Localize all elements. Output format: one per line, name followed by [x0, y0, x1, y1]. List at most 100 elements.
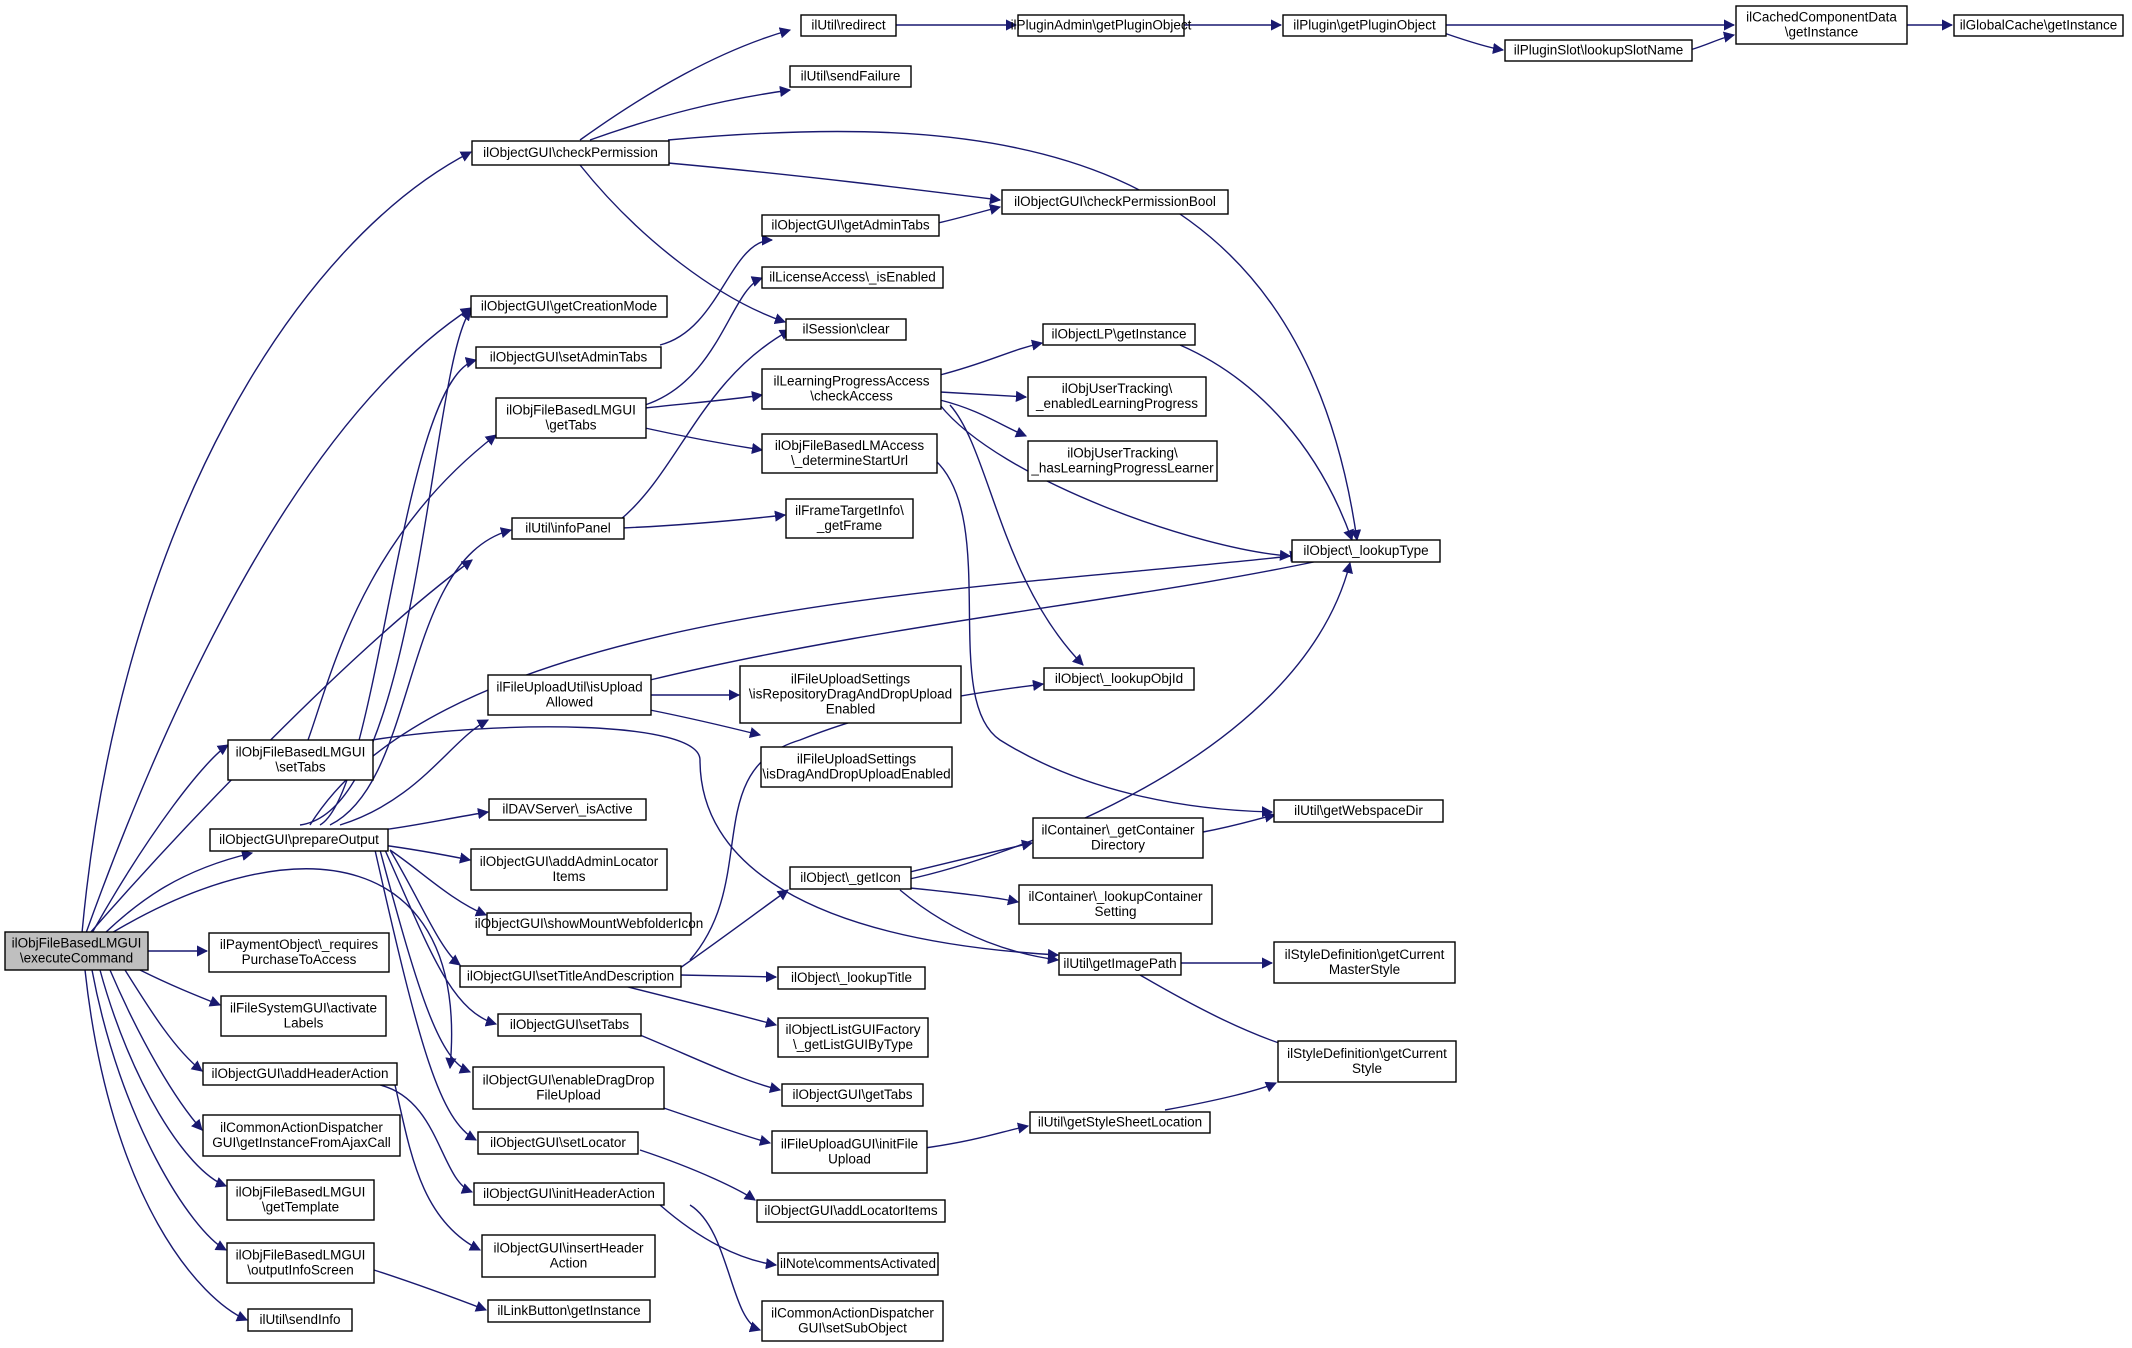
node-label: ilFileUploadGUI\initFile [781, 1137, 918, 1152]
edge [621, 510, 787, 529]
edge [909, 887, 1020, 906]
node-box [220, 995, 387, 1037]
node-label: \checkAccess [810, 389, 893, 404]
node-label: ilUtil\getStyleSheetLocation [1038, 1115, 1202, 1130]
node-label: \_getListGUIByType [793, 1037, 913, 1052]
edge [309, 550, 1302, 826]
node-box [226, 1242, 375, 1284]
node-box [475, 346, 662, 369]
node-label: Allowed [546, 695, 593, 710]
node-box [789, 65, 912, 88]
edge [939, 390, 1028, 403]
node-label: ilObjectGUI\getTabs [792, 1087, 912, 1102]
node-util-getimagepath: ilUtil\getImagePath [1058, 952, 1182, 976]
node-box [488, 798, 647, 821]
node-label: Action [550, 1256, 588, 1271]
node-label: \isRepositoryDragAndDropUpload [749, 687, 952, 702]
node-label: \executeCommand [20, 951, 133, 966]
node-label: Directory [1091, 838, 1145, 853]
node-label: ilObjectGUI\setAdminTabs [490, 350, 648, 365]
node-box [760, 746, 953, 788]
node-util-sendfailure: ilUtil\sendFailure [789, 65, 912, 88]
node-label: ilObjectGUI\setLocator [490, 1135, 626, 1150]
node-box [477, 1131, 639, 1155]
node-label: _enabledLearningProgress [1035, 396, 1198, 411]
node-label: ilFileUploadSettings [797, 752, 917, 767]
node-box [1032, 817, 1204, 859]
node-label: ilObjectGUI\addLocatorItems [764, 1203, 938, 1218]
node-label: ilObjFileBasedLMAccess [775, 438, 925, 453]
node-label: ilLinkButton\getInstance [497, 1303, 640, 1318]
node-label: ilCachedComponentData [1746, 10, 1897, 25]
node-label: ilObjectGUI\addAdminLocator [480, 854, 659, 869]
edge [109, 969, 203, 1131]
node-commonactiondispatchergui-getinstancefromajaxcall: ilCommonActionDispatcherGUI\getInstanceF… [202, 1114, 401, 1157]
node-box [777, 966, 926, 990]
node-objectlp-getinstance: ilObjectLP\getInstance [1042, 323, 1196, 346]
node-label: ilObjFileBasedLMGUI [236, 745, 366, 760]
node-box [781, 1083, 924, 1107]
node-label: ilFileUploadSettings [791, 672, 911, 687]
node-box [800, 14, 897, 37]
node-label: ilLearningProgressAccess [773, 374, 929, 389]
node-label: ilObject\_lookupType [1303, 543, 1428, 558]
edge [307, 434, 497, 741]
node-box [511, 517, 625, 540]
node-label: ilObjFileBasedLMGUI [506, 403, 636, 418]
node-box [1042, 323, 1196, 346]
node-label: ilObject\_lookupObjId [1055, 671, 1183, 686]
edge [644, 427, 764, 454]
edge [659, 234, 774, 346]
node-label: ilObjectLP\getInstance [1051, 327, 1186, 342]
node-util-redirect: ilUtil\redirect [800, 14, 897, 37]
edge [1179, 344, 1354, 542]
edge [379, 849, 472, 1074]
edge [319, 357, 478, 826]
edge [85, 307, 472, 934]
node-box [761, 214, 940, 237]
node-objfilebasedlmgui-gettabs: ilObjFileBasedLMGUI\getTabs [495, 397, 647, 439]
node-linkbutton-getinstance: ilLinkButton\getInstance [487, 1299, 651, 1323]
edge [644, 391, 764, 409]
edge [81, 151, 472, 934]
node-label: ilObjFileBasedLMGUI [12, 936, 142, 951]
edge [649, 549, 1357, 681]
node-box [777, 1252, 939, 1276]
node-box [471, 140, 670, 166]
node-label: ilUtil\infoPanel [525, 521, 611, 536]
edge [381, 844, 472, 864]
node-label: ilObjectGUI\addHeaderAction [211, 1066, 388, 1081]
node-label: ilUtil\getImagePath [1063, 956, 1176, 971]
node-box [1027, 440, 1218, 482]
node-label: ilDAVServer\_isActive [502, 802, 632, 817]
node-root: ilObjFileBasedLMGUI\executeCommand [4, 931, 149, 971]
node-box [1282, 14, 1447, 37]
node-box [209, 828, 389, 852]
node-box [777, 1017, 929, 1058]
edge [339, 719, 489, 826]
node-box [1058, 952, 1182, 976]
node-object-lookuptitle: ilObject\_lookupTitle [777, 966, 926, 990]
node-objectgui-settabs: ilObjectGUI\setTabs [497, 1013, 642, 1037]
node-object-geticon: ilObject\_getIcon [789, 866, 912, 890]
node-label: ilFileUploadUtil\isUpload [496, 680, 642, 695]
node-objectgui-getadmintabs: ilObjectGUI\getAdminTabs [761, 214, 940, 237]
node-label: ilNote\commentsActivated [780, 1256, 936, 1271]
edge [667, 130, 1362, 542]
edge [1202, 811, 1277, 833]
node-label: ilObjectGUI\enableDragDrop [483, 1073, 655, 1088]
node-box [1029, 1111, 1211, 1134]
edge [139, 969, 222, 1007]
node-box [761, 433, 938, 474]
node-label: ilPaymentObject\_requires [220, 937, 379, 952]
edge [679, 889, 789, 969]
node-fileuploadsettings-isdnd: ilFileUploadSettings\isDragAndDropUpload… [760, 746, 953, 788]
node-objectgui-initheaderaction: ilObjectGUI\initHeaderAction [473, 1182, 665, 1206]
edge [939, 339, 1044, 376]
node-label: MasterStyle [1329, 962, 1400, 977]
edge [1139, 974, 1302, 1053]
